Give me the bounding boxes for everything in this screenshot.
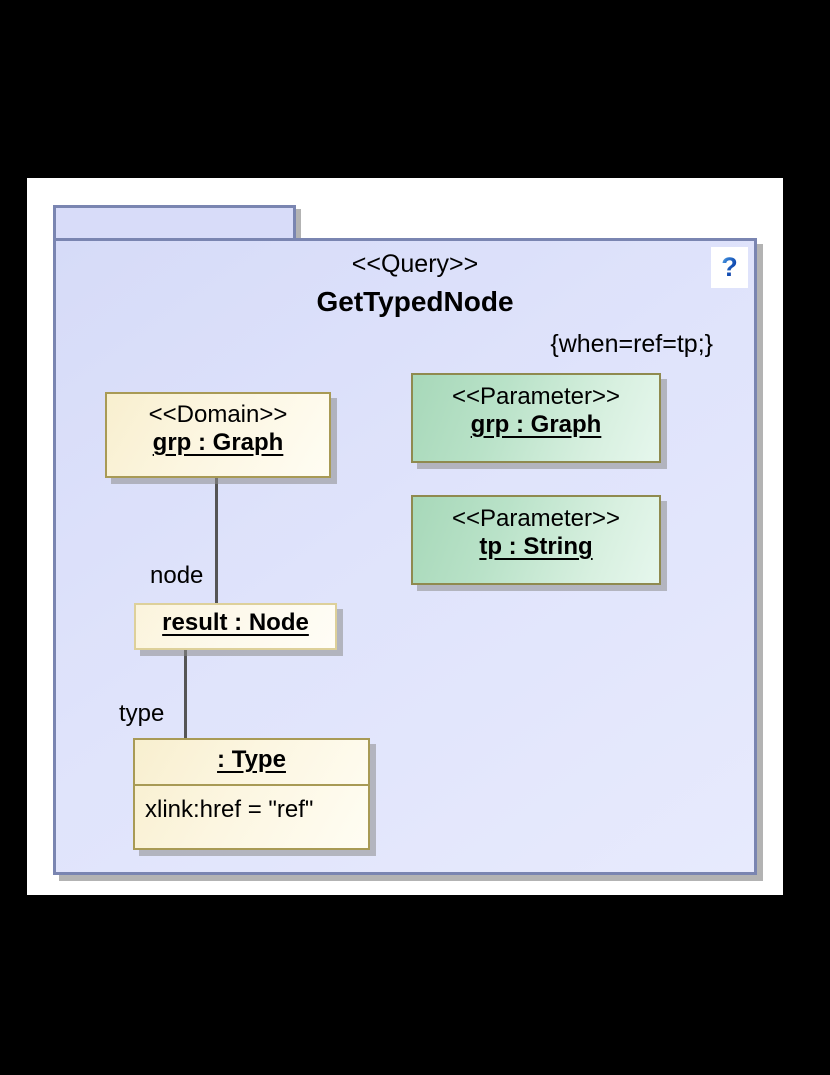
node-type[interactable]: : Type xlink:href = "ref": [133, 738, 370, 850]
question-mark-icon[interactable]: ?: [711, 247, 748, 288]
connector-domain-to-result: [215, 478, 218, 604]
edge-label-type: type: [119, 700, 165, 727]
node-parameter-grp-compartment: <<Parameter>> grp : Graph: [413, 375, 659, 445]
node-parameter-tp-stereotype: <<Parameter>>: [451, 505, 621, 532]
package-constraint: {when=ref=tp;}: [550, 330, 713, 358]
edge-label-node: node: [150, 562, 204, 589]
node-domain-grp-stereotype: <<Domain>>: [148, 401, 288, 428]
node-parameter-grp-identifier: grp : Graph: [470, 410, 602, 438]
node-type-attribute-xlink-href: xlink:href = "ref": [145, 796, 314, 823]
svg-text:?: ?: [721, 252, 738, 282]
package-stereotype: <<Query>>: [351, 250, 479, 278]
package-tab: [53, 205, 296, 238]
node-parameter-tp[interactable]: <<Parameter>> tp : String: [411, 495, 661, 585]
node-domain-grp-compartment: <<Domain>> grp : Graph: [107, 394, 329, 463]
node-type-attributes-compartment: xlink:href = "ref": [135, 784, 368, 848]
node-type-header-compartment: : Type: [135, 740, 368, 784]
node-result-identifier: result : Node: [162, 609, 309, 636]
node-type-identifier: : Type: [217, 746, 286, 773]
node-result[interactable]: result : Node: [134, 603, 337, 650]
connector-result-to-type: [184, 650, 187, 740]
node-parameter-grp-stereotype: <<Parameter>>: [451, 383, 621, 410]
package-name: GetTypedNode: [316, 286, 514, 317]
node-result-compartment: result : Node: [136, 605, 335, 643]
node-parameter-tp-identifier: tp : String: [479, 532, 593, 560]
node-parameter-tp-compartment: <<Parameter>> tp : String: [413, 497, 659, 567]
node-domain-grp[interactable]: <<Domain>> grp : Graph: [105, 392, 331, 478]
node-domain-grp-identifier: grp : Graph: [152, 428, 284, 456]
node-parameter-grp[interactable]: <<Parameter>> grp : Graph: [411, 373, 661, 463]
